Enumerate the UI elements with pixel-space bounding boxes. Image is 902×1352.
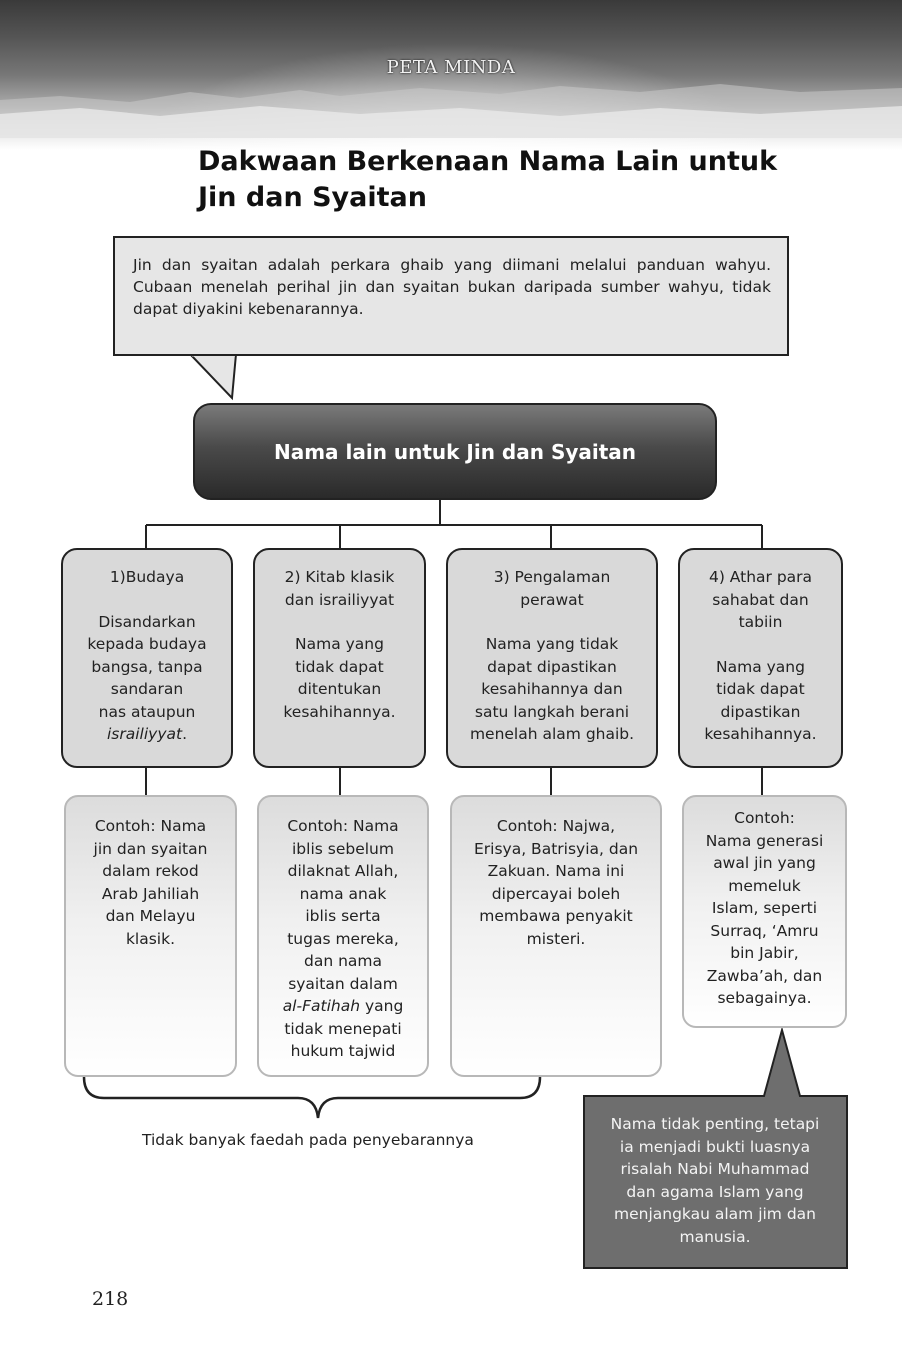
example-line: hukum tajwid (290, 1042, 396, 1060)
example-line: memeluk (728, 876, 801, 895)
example-line: Contoh: (734, 809, 795, 827)
page-title-line-2: Jin dan Syaitan (198, 182, 427, 213)
italic-term: israiliyyat (106, 725, 183, 743)
central-node: Nama lain untuk Jin dan Syaitan (193, 403, 717, 500)
example-line: al-Fatihah yang (282, 997, 404, 1015)
category-title: sahabat dan (712, 590, 809, 609)
category-title: 2) Kitab klasik (284, 568, 395, 586)
bottom-callout-line: manusia. (679, 1227, 751, 1246)
category-desc-line: Nama yang (716, 657, 805, 676)
category-desc-line: satu langkah berani (474, 702, 630, 721)
example-line: dilaknat Allah, (287, 862, 399, 880)
category-desc-line: Nama yang (295, 635, 384, 653)
example-line: nama anak (299, 884, 387, 903)
curly-brace (82, 1076, 542, 1119)
example-line: iblis serta (305, 907, 381, 925)
category-desc-line: kesahihannya. (704, 725, 817, 743)
category-title: 4) Athar para (708, 568, 813, 586)
example-line: Contoh: Najwa, (496, 817, 616, 835)
category-desc-line: kesahihannya. (283, 702, 396, 721)
category-box-athar-sahabat: 4) Athar para sahabat dan tabiin Nama ya… (678, 548, 843, 768)
example-box-4: Contoh: Nama generasi awal jin yang meme… (682, 795, 847, 1028)
category-desc-line: tidak dapat (716, 680, 805, 698)
example-line: sebagainya. (717, 989, 812, 1007)
example-line: tugas mereka, (287, 929, 399, 948)
example-line: Zawba’ah, dan (706, 966, 823, 985)
category-desc-line: menelah alam ghaib. (469, 725, 635, 743)
example-line: klasik. (125, 929, 176, 948)
category-box-pengalaman-perawat: 3) Pengalaman perawat Nama yang tidak da… (446, 548, 658, 768)
category-desc-line: ditentukan (297, 680, 382, 698)
category-desc-line: dapat dipastikan (487, 657, 617, 676)
top-callout (113, 236, 789, 356)
header-mountain-ridge (0, 84, 902, 138)
bottom-callout-line: dan agama Islam yang (626, 1182, 804, 1201)
example-line: awal jin yang (713, 854, 816, 872)
example-line: tidak menepati (284, 1019, 402, 1038)
brace-label: Tidak banyak faedah pada penyebarannya (142, 1131, 474, 1149)
example-line: Contoh: Nama (94, 817, 207, 835)
top-callout-tail (187, 353, 238, 401)
category-title: perawat (520, 590, 584, 609)
example-line: misteri. (526, 929, 586, 948)
example-line: dan nama (303, 952, 382, 970)
category-desc-line: bangsa, tanpa (91, 657, 203, 676)
page-title-line-1: Dakwaan Berkenaan Nama Lain untuk (198, 146, 778, 177)
category-desc-line: Nama yang tidak (485, 635, 619, 653)
example-line: Zakuan. Nama ini (487, 862, 625, 880)
category-desc-line: nas ataupun (98, 702, 196, 721)
example-line: syaitan dalam (288, 974, 398, 993)
italic-term: al-Fatihah (282, 997, 361, 1015)
central-node-label: Nama lain untuk Jin dan Syaitan (273, 439, 637, 464)
bottom-callout-text: Nama tidak penting, tetapi ia menjadi bu… (596, 1113, 834, 1248)
bottom-callout-line: ia menjadi bukti luasnya (619, 1137, 811, 1156)
category-box-kitab-klasik: 2) Kitab klasik dan israiliyyat Nama yan… (253, 548, 426, 768)
page-title: Dakwaan Berkenaan Nama Lain untuk Jin da… (198, 144, 818, 216)
example-line: iblis sebelum (292, 839, 394, 858)
page-number: 218 (92, 1288, 129, 1310)
bottom-callout-shape (583, 1026, 848, 1269)
example-line: Nama generasi (705, 831, 824, 850)
example-line: bin Jabir, (730, 944, 799, 962)
category-title: 1)Budaya (109, 568, 185, 586)
bottom-callout-line: menjangkau alam jim dan (613, 1205, 816, 1223)
section-title: PETA MINDA (386, 57, 516, 78)
category-desc-line: kepada budaya (87, 635, 207, 653)
example-line: Surraq, ‘Amru (710, 921, 819, 940)
example-line: Arab Jahiliah (101, 884, 200, 903)
example-line: dalam rekod (102, 862, 199, 880)
category-desc-line: tidak dapat (295, 657, 384, 676)
category-title: dan israiliyyat (284, 590, 395, 609)
example-box-3: Contoh: Najwa, Erisya, Batrisyia, dan Za… (450, 795, 662, 1077)
top-callout-text: Jin dan syaitan adalah perkara ghaib yan… (133, 256, 771, 318)
example-line: membawa penyakit (479, 907, 633, 925)
example-line: dipercayai boleh (491, 884, 621, 903)
example-box-1: Contoh: Nama jin dan syaitan dalam rekod… (64, 795, 237, 1077)
example-line: Islam, seperti (711, 899, 818, 917)
category-desc-line: israiliyyat. (106, 725, 188, 743)
category-desc-line: Disandarkan (98, 612, 196, 631)
bottom-callout-line: Nama tidak penting, tetapi (610, 1115, 820, 1133)
category-box-budaya: 1)Budaya Disandarkan kepada budaya bangs… (61, 548, 233, 768)
example-line: Contoh: Nama (287, 817, 399, 835)
example-line: Erisya, Batrisyia, dan (473, 839, 639, 858)
category-desc-line: sandaran (110, 680, 184, 698)
category-desc-line: dipastikan (720, 702, 801, 721)
category-title: tabiin (738, 613, 783, 631)
example-box-2: Contoh: Nama iblis sebelum dilaknat Alla… (257, 795, 429, 1077)
category-title: 3) Pengalaman (493, 568, 611, 586)
example-line: dan Melayu (105, 907, 196, 925)
example-line: jin dan syaitan (93, 839, 208, 858)
category-desc-line: kesahihannya dan (481, 680, 623, 698)
bottom-callout-line: risalah Nabi Muhammad (620, 1160, 810, 1178)
